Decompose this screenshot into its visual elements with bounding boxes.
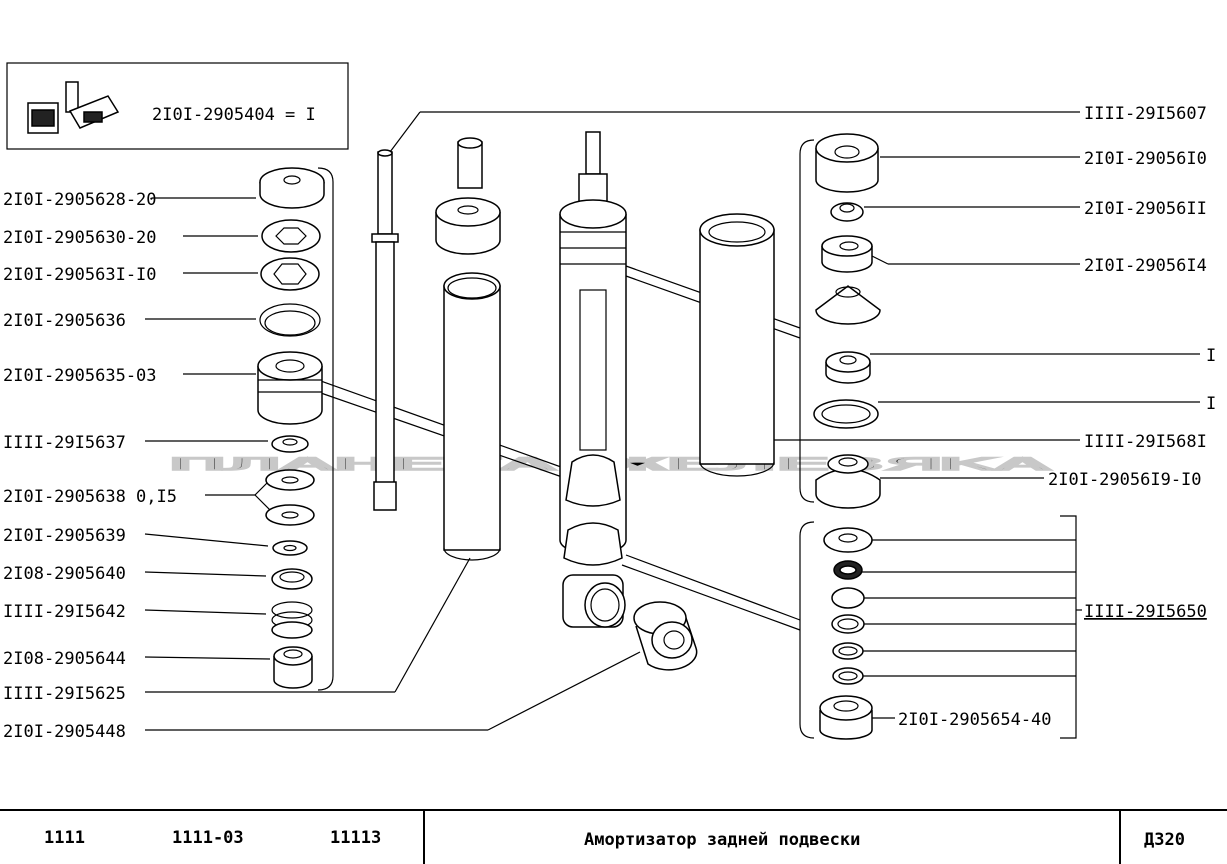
label-2101-2905619-10: 2I0I-29056I9-I0	[1048, 470, 1202, 490]
kit-box: 2I0I-2905404 = I	[6, 62, 349, 150]
right-leaders	[774, 156, 1200, 719]
kit-bracket	[1060, 515, 1077, 739]
label-1111-2915642: IIII-29I5642	[3, 602, 126, 622]
boot-tube	[435, 137, 501, 561]
label-1111-2915637: IIII-29I5637	[3, 433, 126, 453]
label-qty-1a: I	[1206, 346, 1216, 366]
label-1111-2915607: IIII-29I5607	[1084, 104, 1207, 124]
bushing	[633, 601, 698, 671]
right-parts	[813, 133, 881, 740]
right-labels: IIII-29I5607 2I0I-29056I0 2I0I-29056II 2…	[898, 104, 1216, 730]
model-11113: 11113	[330, 828, 381, 848]
label-2101-2905628-20: 2I0I-2905628-20	[3, 190, 157, 210]
model-1111-03: 1111-03	[172, 828, 244, 848]
label-2101-2905654-40: 2I0I-2905654-40	[898, 710, 1052, 730]
rod	[371, 111, 1080, 511]
label-2101-2905636: 2I0I-2905636	[3, 311, 126, 331]
label-1111-2915625: IIII-29I5625	[3, 684, 126, 704]
label-2108-2905644: 2I08-2905644	[3, 649, 126, 669]
left-bracket	[317, 167, 334, 691]
label-2101-2905614: 2I0I-29056I4	[1084, 256, 1207, 276]
label-2101-2905610: 2I0I-29056I0	[1084, 149, 1207, 169]
label-qty-1b: I	[1206, 394, 1216, 414]
label-2101-2905631-10: 2I0I-290563I-I0	[3, 265, 157, 285]
diagram-title: Амортизатор задней подвески	[584, 830, 860, 850]
right-bracket-upper	[799, 139, 815, 503]
label-2101-2905639: 2I0I-2905639	[3, 526, 126, 546]
label-2101-2905635-03: 2I0I-2905635-03	[3, 366, 157, 386]
sheet-number: Д320	[1144, 830, 1185, 850]
label-2101-2905448: 2I0I-2905448	[3, 722, 126, 742]
right-bracket-lower	[799, 521, 815, 739]
label-1111-2915681: IIII-29I568I	[1084, 432, 1207, 452]
label-1111-2915650: IIII-29I5650	[1084, 602, 1207, 622]
label-2101-2905630-20: 2I0I-2905630-20	[3, 228, 157, 248]
model-1111: 1111	[44, 828, 85, 848]
title-block: 1111 1111-03 11113 Амортизатор задней по…	[0, 809, 1227, 864]
kit-label: 2I0I-2905404 = I	[152, 105, 316, 125]
left-parts	[257, 167, 325, 689]
label-2108-2905640: 2I08-2905640	[3, 564, 126, 584]
left-labels: 2I0I-2905628-20 2I0I-2905630-20 2I0I-290…	[3, 190, 177, 742]
dust-cover	[699, 213, 775, 477]
label-2101-2905638: 2I0I-2905638 0,I5	[3, 487, 177, 507]
package-icon	[27, 81, 120, 134]
label-2101-2905611: 2I0I-29056II	[1084, 199, 1207, 219]
